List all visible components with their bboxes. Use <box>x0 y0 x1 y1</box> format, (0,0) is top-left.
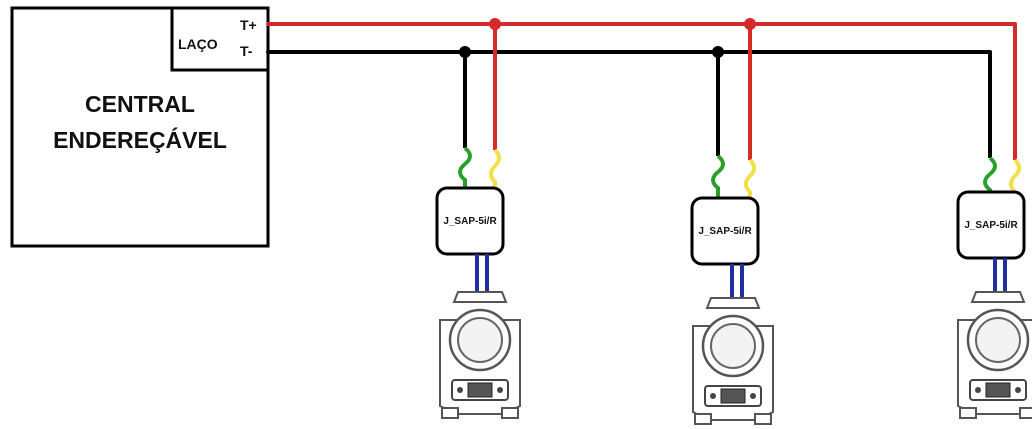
housing-screw-left <box>975 387 981 393</box>
housing-foot-left <box>959 407 977 419</box>
housing-cover-inner <box>710 323 756 369</box>
module-1-negative-junction <box>459 46 471 58</box>
loop-label: LAÇO <box>178 36 218 52</box>
module-1-box <box>435 186 505 256</box>
module-2: J_SAP-5i/R <box>690 18 760 298</box>
loop-terminal-box <box>170 6 270 72</box>
housing-foot-left <box>694 413 712 425</box>
housing-hub <box>452 291 508 303</box>
module-3-yellow-lead <box>1009 158 1021 194</box>
housing-screw-left <box>710 393 716 399</box>
housing-foot-right <box>1019 407 1032 419</box>
housing-screw-right <box>497 387 503 393</box>
module-3: J_SAP-5i/R <box>956 156 1026 292</box>
module-2-green-lead <box>711 154 725 198</box>
module-1-yellow-lead <box>489 148 501 188</box>
housing-foot-right <box>501 407 519 419</box>
module-3-green-lead <box>983 156 997 194</box>
housing-screw-right <box>1015 387 1021 393</box>
field-device-3 <box>957 291 1032 419</box>
housing-cover-inner <box>457 317 503 363</box>
module-1: J_SAP-5i/R <box>435 18 505 292</box>
housing-foot-left <box>441 407 459 419</box>
housing-terminal-block <box>985 382 1011 398</box>
housing-cover-inner <box>975 317 1021 363</box>
housing-terminal-block <box>720 388 746 404</box>
housing-foot-right <box>754 413 772 425</box>
field-device-1 <box>439 291 521 419</box>
module-1-positive-junction <box>489 18 501 30</box>
module-2-label: J_SAP-5i/R <box>698 226 752 237</box>
field-device-2 <box>692 297 774 425</box>
terminal-positive-label: T+ <box>240 17 257 33</box>
module-2-box <box>690 196 760 266</box>
module-2-negative-junction <box>712 46 724 58</box>
housing-screw-left <box>457 387 463 393</box>
module-1-label: J_SAP-5i/R <box>443 216 497 227</box>
module-3-label: J_SAP-5i/R <box>964 220 1018 231</box>
terminal-negative-label: T- <box>240 43 253 59</box>
central-panel: CENTRAL ENDEREÇÁVEL LAÇO T+ T- <box>10 6 270 248</box>
central-title-line1: CENTRAL <box>85 91 195 117</box>
module-2-positive-junction <box>744 18 756 30</box>
central-title-line2: ENDEREÇÁVEL <box>53 126 227 153</box>
module-2-yellow-lead <box>744 158 756 198</box>
housing-hub <box>705 297 761 309</box>
module-1-green-lead <box>458 146 472 188</box>
housing-hub <box>970 291 1026 303</box>
housing-screw-right <box>750 393 756 399</box>
module-3-box <box>956 190 1026 260</box>
loop-bus <box>266 22 1017 160</box>
housing-terminal-block <box>467 382 493 398</box>
